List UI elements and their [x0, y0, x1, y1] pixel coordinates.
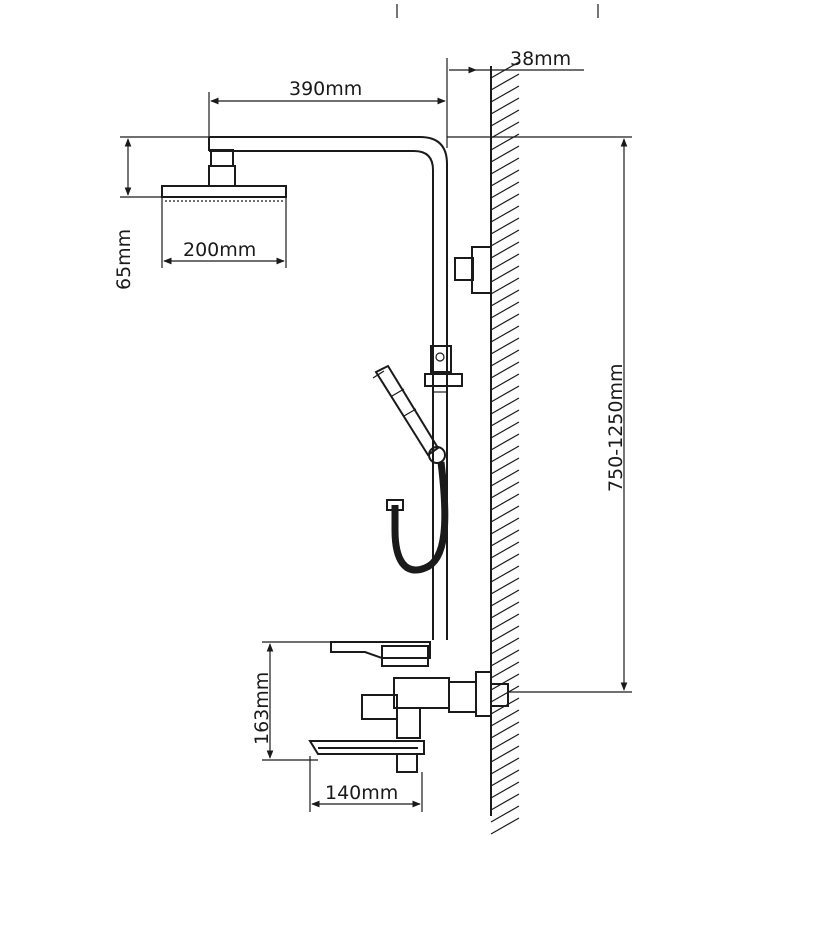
wall-hatch-line	[490, 529, 520, 547]
wall-hatch-line	[490, 517, 520, 535]
wall-hatch-line	[490, 205, 520, 223]
wall-hatch-line	[490, 97, 520, 115]
wall-hatch-line	[490, 145, 520, 163]
top-edge-marks	[396, 4, 599, 18]
wall-hatch-line	[490, 625, 520, 643]
wall-hatch-line	[490, 481, 520, 499]
wall-hatch-line	[490, 493, 520, 511]
wall-hatch-line	[490, 193, 520, 211]
wall-hatch-line	[490, 397, 520, 415]
wall-hatch-line	[490, 337, 520, 355]
wall-hatch-line	[490, 301, 520, 319]
wall-hatch-line	[490, 421, 520, 439]
wall-hatch-line	[490, 349, 520, 367]
wall-hatch-line	[490, 121, 520, 139]
wall-bracket	[454, 246, 492, 294]
wall-hatch-line	[490, 385, 520, 403]
shower-hose	[386, 461, 449, 574]
wall-hatch-line	[490, 649, 520, 667]
wall-hatch-line	[490, 709, 520, 727]
wall-hatch-line	[490, 325, 520, 343]
wall-hatch-line	[490, 565, 520, 583]
wall-hatch-line	[490, 169, 520, 187]
shower-arm	[208, 136, 448, 640]
wall-hatch-line	[490, 721, 520, 739]
dim-wall-offset: 38mm	[446, 48, 584, 148]
wall-hatch-line	[490, 553, 520, 571]
spout-length-label: 140mm	[325, 782, 398, 804]
wall-hatch-line	[490, 541, 520, 559]
wall-hatch-line	[490, 313, 520, 331]
dim-mixer-height: 163mm	[251, 641, 331, 761]
wall-hatch-line	[490, 157, 520, 175]
dim-height-range: 750-1250mm	[447, 136, 632, 693]
wall-hatch-line	[490, 229, 520, 247]
wall-hatch-line	[490, 457, 520, 475]
wall-hatch-line	[490, 109, 520, 127]
wall-hatch-line	[490, 805, 520, 823]
wall-hatch-line	[490, 289, 520, 307]
wall-hatch-line	[490, 433, 520, 451]
wall-hatch-line	[490, 409, 520, 427]
wall-hatch-line	[490, 85, 520, 103]
wall-hatch-line	[490, 733, 520, 751]
mixer-height-label: 163mm	[251, 672, 273, 745]
wall-hatch-line	[490, 217, 520, 235]
wall-hatch-line	[490, 769, 520, 787]
wall-hatch-line	[490, 589, 520, 607]
wall-hatch-line	[490, 73, 520, 91]
wall-hatch-line	[490, 745, 520, 763]
wall-hatch-line	[490, 361, 520, 379]
wall-hatch-line	[490, 253, 520, 271]
shower-head	[161, 149, 287, 202]
wall-hatch-line	[490, 661, 520, 679]
dim-arm-length: 390mm	[208, 78, 446, 137]
head-height-label: 65mm	[113, 229, 135, 290]
arm-length-label: 390mm	[289, 78, 362, 100]
dim-head-diameter: 200mm	[161, 197, 287, 268]
wall-hatch-line	[490, 613, 520, 631]
wall-hatch-line	[490, 577, 520, 595]
head-diameter-label: 200mm	[183, 239, 256, 261]
wall-offset-label: 38mm	[510, 48, 571, 70]
wall-hatch-line	[490, 637, 520, 655]
wall	[490, 61, 520, 835]
wall-hatch-line	[490, 505, 520, 523]
wall-hatch-line	[490, 757, 520, 775]
dim-spout-length: 140mm	[309, 756, 423, 812]
wall-hatch-line	[490, 673, 520, 691]
height-range-label: 750-1250mm	[605, 364, 627, 493]
hand-shower	[372, 364, 446, 464]
wall-hatch-line	[490, 793, 520, 811]
wall-hatch-line	[490, 265, 520, 283]
wall-hatch-line	[490, 241, 520, 259]
wall-hatch-line	[490, 601, 520, 619]
wall-hatch-line	[490, 469, 520, 487]
wall-hatch-line	[490, 181, 520, 199]
wall-hatch-line	[490, 817, 520, 835]
wall-hatch-line	[490, 445, 520, 463]
wall-hatch-line	[490, 685, 520, 703]
wall-hatch-line	[490, 277, 520, 295]
wall-hatch-line	[490, 781, 520, 799]
slide-holder	[424, 345, 463, 393]
dim-head-height: 65mm	[113, 136, 209, 290]
wall-hatch-line	[490, 373, 520, 391]
mixer-valve	[308, 641, 509, 773]
